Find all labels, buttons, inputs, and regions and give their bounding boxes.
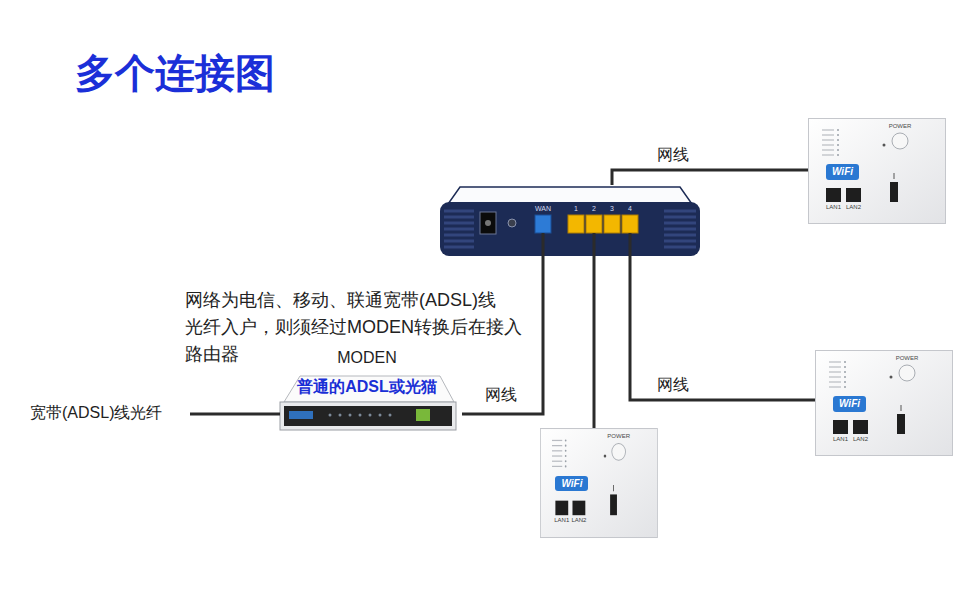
cable-label: 网线 <box>483 386 519 404</box>
wall-ap-panel <box>809 119 946 224</box>
wifi-logo: WiFi <box>833 396 866 412</box>
wall-ap-panel: POWER WiFiLAN1LAN2 <box>540 428 658 538</box>
modem: MODEN 普通的ADSL或光猫 <box>272 348 462 432</box>
port-label: LAN1 <box>826 204 841 211</box>
wall-ap-panel <box>816 351 953 456</box>
input-cable <box>190 413 280 416</box>
diagram-title: 多个连接图 <box>75 50 275 96</box>
wall-ap-panel: POWER WiFiLAN1 LAN2 <box>808 118 946 224</box>
power-label: POWER <box>896 355 919 362</box>
wifi-logo: WiFi <box>826 164 859 180</box>
network-cable <box>593 258 596 428</box>
port-label: LAN2 <box>853 436 868 443</box>
port-label: 3 <box>610 205 614 213</box>
device-heading: MODEN <box>337 349 397 367</box>
note-text: 网络为电信、移动、联通宽带(ADSL)线 光纤入户，则须经过MODEN转换后在接… <box>185 287 535 368</box>
wifi-logo: WiFi <box>555 476 588 492</box>
cable-label: 网线 <box>655 376 691 394</box>
power-label: POWER <box>889 123 912 130</box>
router-illustration <box>440 187 700 258</box>
modem-illustration <box>280 376 456 430</box>
port-label: LAN2 <box>846 204 861 211</box>
router: WAN 1 2 3 4 <box>440 185 700 258</box>
port-label: 4 <box>628 205 632 213</box>
port-label: LAN2 <box>571 517 586 524</box>
input-label: 宽带(ADSL)线光纤 <box>30 404 162 422</box>
wall-ap-panel: POWER WiFiLAN1 LAN2 <box>815 350 953 456</box>
power-label: POWER <box>607 433 630 440</box>
device-label: 普通的ADSL或光猫 <box>297 378 437 396</box>
port-label: LAN1 <box>833 436 848 443</box>
port-label: WAN <box>535 205 551 213</box>
port-label: 2 <box>592 205 596 213</box>
network-cable <box>630 258 815 400</box>
port-label: LAN1 <box>554 517 569 524</box>
network-cable <box>612 170 808 185</box>
port-label: 1 <box>574 205 578 213</box>
cable-label: 网线 <box>655 146 691 164</box>
wall-ap-panel <box>540 429 657 538</box>
